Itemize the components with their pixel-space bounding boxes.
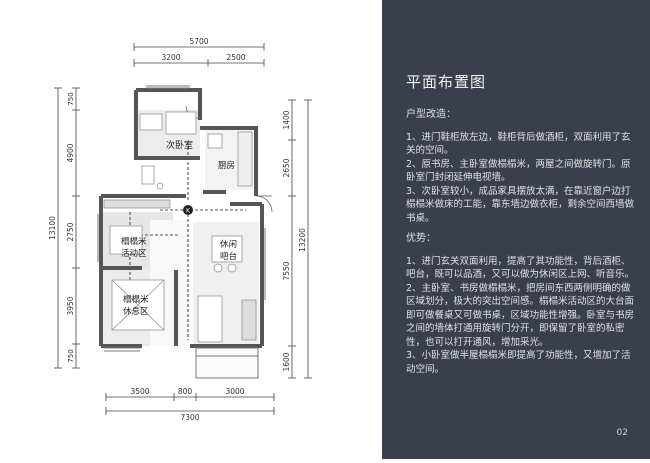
dim-right-total: 13200 [298, 228, 307, 252]
furniture [103, 111, 257, 343]
renovation-item-3: 3、次卧室较小，成品家具摆放太满，在靠近窗户边打榻榻米做床的工能，靠东墙边做衣柜… [406, 185, 635, 224]
page-number: 02 [616, 428, 628, 438]
dim-left-seg2: 4900 [66, 143, 75, 162]
room-label-leisure-1: 休闲 [220, 239, 237, 250]
dim-right-seg1: 1400 [282, 110, 291, 129]
dim-left-seg4: 3950 [66, 296, 75, 315]
window-lines [97, 85, 266, 379]
advantages-heading: 优势： [406, 233, 436, 244]
advantages-section: 优势： 1、进门玄关双面利用，提高了其功能性，背后酒柜、吧台，既可以品酒，又可以… [406, 232, 634, 376]
room-label-tatami-rest-1: 榻榻米 [123, 294, 149, 305]
dim-top-left: 3200 [161, 53, 180, 62]
advantage-item-2: 2、主卧室、书房做榻榻米，把房间东西两侧明确的做区域划分，极大的突出空间感。榻榻… [406, 282, 635, 348]
dim-bottom-right: 3000 [225, 387, 244, 396]
walls [99, 88, 264, 348]
dim-bottom-left: 3500 [130, 387, 149, 396]
room-label-kitchen: 厨房 [218, 160, 235, 171]
svg-text:K: K [186, 208, 191, 215]
dim-bottom-total: 7300 [180, 413, 199, 422]
advantage-item-3: 3、小卧室做半屋榻榻米即提高了功能性，又增加了活动空间。 [406, 350, 631, 375]
advantage-item-1: 1、进门玄关双面利用，提高了其功能性，背后酒柜、吧台，既可以品酒，又可以做为休闲… [406, 255, 635, 281]
renovation-item-2: 2、原书房、主卧室做榻榻米，两屋之间做旋转门。原卧室门封闭延伸电视墙。 [406, 158, 631, 184]
dim-left-seg5: 750 [67, 349, 75, 362]
dim-right-seg2: 2650 [282, 158, 291, 177]
renovation-heading: 户型改造： [406, 109, 456, 120]
dim-top-total: 5700 [189, 37, 208, 46]
room-label-tatami-rest-2: 休息区 [123, 306, 149, 317]
room-label-tatami-activity-2: 活动区 [121, 248, 147, 259]
panel-title: 平面布置图 [406, 73, 487, 91]
room-label-small-bedroom: 次卧室 [166, 139, 193, 151]
dim-left-seg1: 750 [67, 92, 75, 105]
room-label-tatami-activity-1: 榻榻米 [121, 236, 147, 247]
dim-right-seg3: 7550 [282, 261, 291, 280]
dim-left-seg3: 2750 [66, 222, 75, 241]
dim-bottom-mid: 800 [178, 387, 193, 396]
floor-plan-area: 5700 3200 2500 3500 800 3000 7300 [48, 37, 312, 422]
renovation-section: 户型改造： 1、进门鞋柜放左边，鞋柜背后做酒柜，双面利用了玄关的空间。 2、原书… [406, 108, 634, 225]
floor-plan-drawing: 5700 3200 2500 3500 800 3000 7300 [48, 37, 312, 422]
renovation-item-1: 1、进门鞋柜放左边，鞋柜背后做酒柜，双面利用了玄关的空间。 [406, 131, 631, 157]
entry-marker-icon [183, 205, 193, 215]
dim-left-total: 13100 [48, 216, 57, 240]
dim-top-right: 2500 [226, 53, 245, 62]
dim-right-seg4: 1600 [282, 352, 291, 371]
description-panel: 平面布置图 户型改造： 1、进门鞋柜放左边，鞋柜背后做酒柜，双面利用了玄关的空间… [382, 0, 650, 459]
room-label-leisure-2: 吧台 [220, 251, 237, 262]
